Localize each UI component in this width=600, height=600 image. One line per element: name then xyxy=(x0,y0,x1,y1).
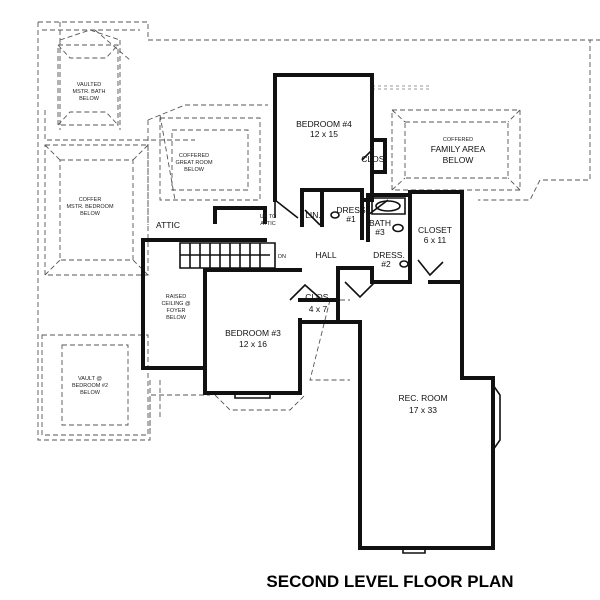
bath3-num: #3 xyxy=(375,227,385,237)
bath3-name: BATH xyxy=(369,218,391,228)
coffered-family-line3: BELOW xyxy=(443,155,474,165)
coffered-family-line1: COFFERED xyxy=(443,137,473,143)
vaulted-bath-line2: MSTR. BATH xyxy=(73,89,106,95)
plan-title: SECOND LEVEL FLOOR PLAN xyxy=(266,572,513,591)
rec-room-name: REC. ROOM xyxy=(398,393,447,403)
mstr-bedroom-line3: BELOW xyxy=(80,211,101,217)
bedroom2-line2: BEDROOM #2 xyxy=(72,383,108,389)
room-labels: BEDROOM #4 12 x 15 CLOS. COFFERED FAMILY… xyxy=(66,82,485,415)
bedroom2-line3: BELOW xyxy=(80,390,101,396)
bedroom4-name: BEDROOM #4 xyxy=(296,119,352,129)
raised-ceiling-line4: BELOW xyxy=(166,315,187,321)
closet-size: 6 x 11 xyxy=(424,235,447,245)
lower-level-outlines xyxy=(37,21,600,441)
mstr-bedroom-line1: COFFER xyxy=(79,197,102,203)
dress2-name: DRESS. xyxy=(373,250,405,260)
vaulted-bath-line3: BELOW xyxy=(79,96,100,102)
coffered-family-line2: FAMILY AREA xyxy=(431,144,486,154)
clos-upper-label: CLOS. xyxy=(361,154,387,164)
bedroom3-size: 12 x 16 xyxy=(239,339,267,349)
dress1-num: #1 xyxy=(346,214,356,224)
raised-ceiling-line3: FOYER xyxy=(167,308,186,314)
bedroom2-line1: VAULT @ xyxy=(78,376,102,382)
dn-label: DN xyxy=(278,254,286,260)
great-room-line3: BELOW xyxy=(184,167,205,173)
up-to-attic-line2: ATTIC xyxy=(260,221,276,227)
clos-mid-name: CLOS. xyxy=(305,292,331,302)
hall-label: HALL xyxy=(315,250,337,260)
mstr-bedroom-line2: MSTR. BEDROOM xyxy=(66,204,113,210)
closet-name: CLOSET xyxy=(418,225,452,235)
vaulted-bath-line1: VAULTED xyxy=(77,82,102,88)
bedroom4-size: 12 x 15 xyxy=(310,129,338,139)
dress2-num: #2 xyxy=(381,259,391,269)
attic-label: ATTIC xyxy=(156,220,180,230)
clos-mid-size: 4 x 7 xyxy=(309,304,328,314)
fixtures xyxy=(179,148,501,554)
great-room-line2: GREAT ROOM xyxy=(175,160,212,166)
great-room-line1: COFFERED xyxy=(179,153,209,159)
walls xyxy=(141,73,495,550)
bedroom3-name: BEDROOM #3 xyxy=(225,328,281,338)
rec-room-size: 17 x 33 xyxy=(409,405,437,415)
lin-label: LIN. xyxy=(305,210,321,220)
raised-ceiling-line1: RAISED xyxy=(166,294,187,300)
up-to-attic-line1: UP TO xyxy=(260,214,277,220)
raised-ceiling-line2: CEILING @ xyxy=(161,301,191,307)
dress1-name: DRESS xyxy=(336,205,366,215)
